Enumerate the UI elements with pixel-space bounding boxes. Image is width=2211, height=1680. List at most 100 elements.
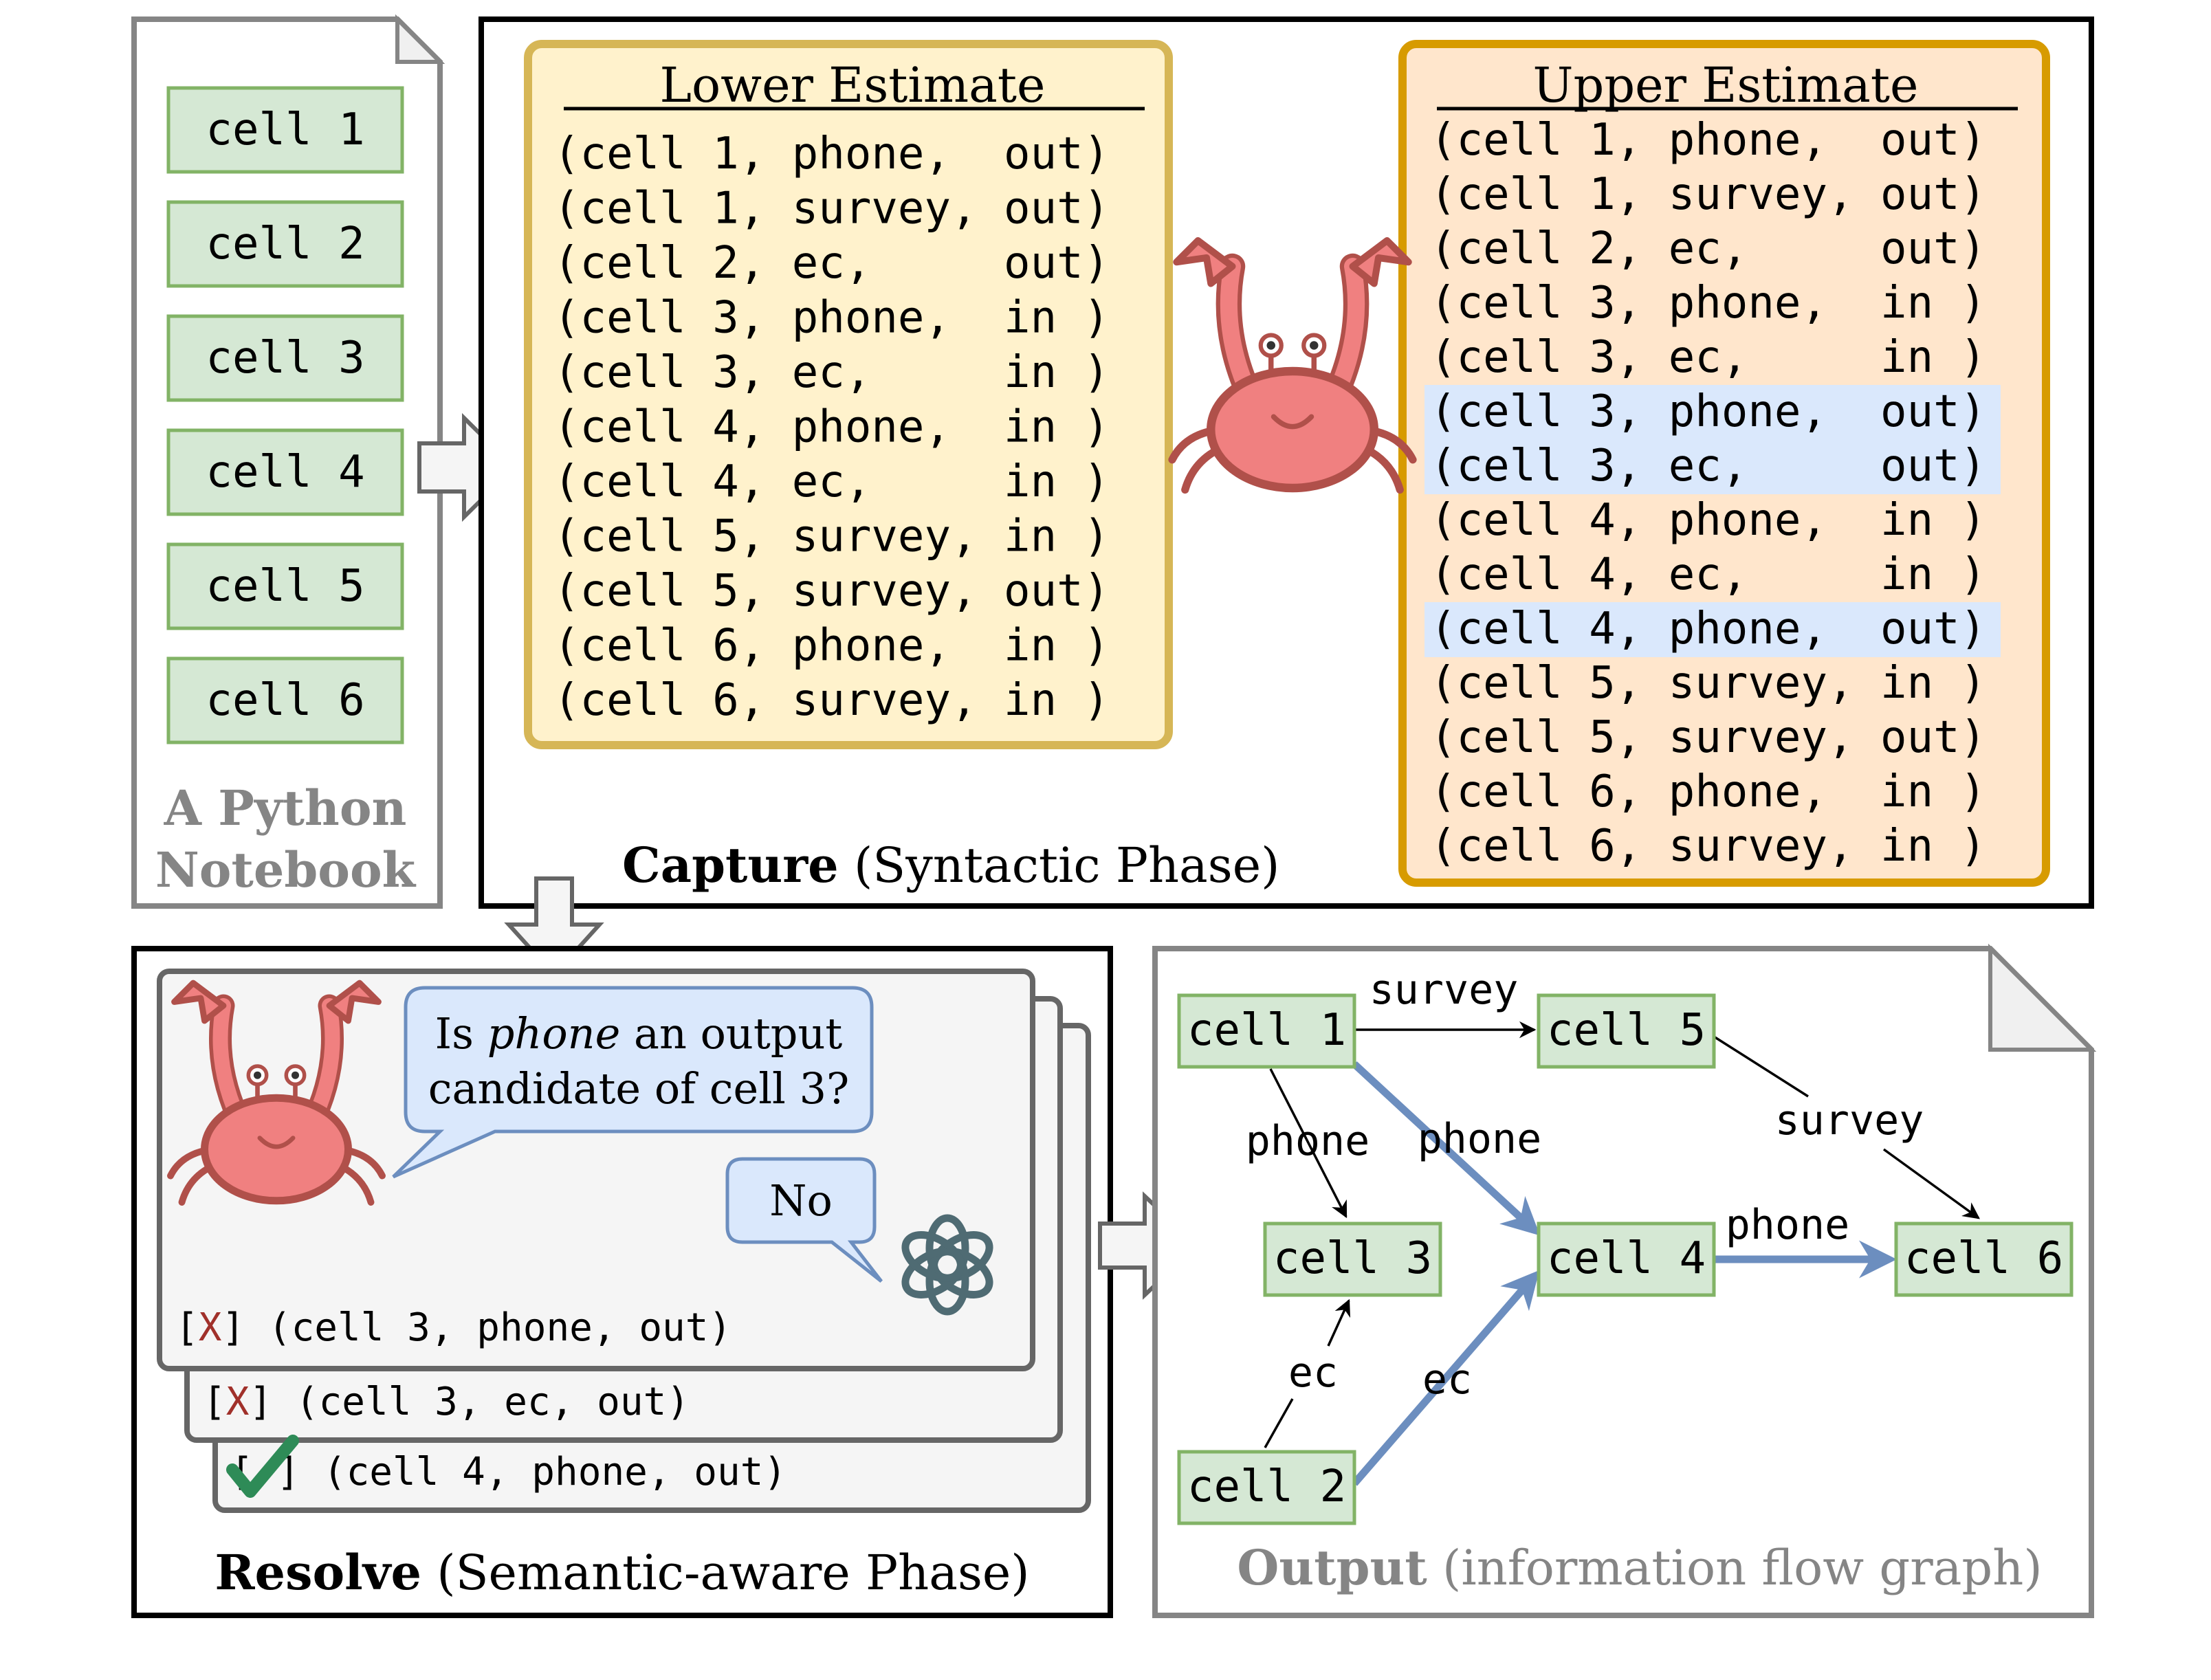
- upper-estimate-row: (cell 4, phone, in ): [1430, 495, 1986, 546]
- bracket-open: [: [175, 1305, 199, 1350]
- notebook-caption-line1: A Python: [164, 780, 407, 837]
- question-part-1: Is: [435, 1008, 487, 1059]
- answer-speech-bubble: [725, 1157, 883, 1283]
- notebook-cell-box: [166, 86, 404, 174]
- resolve-card-label: [X] (cell 3, ec, out): [203, 1380, 690, 1424]
- checkmark-icon: [226, 1435, 299, 1498]
- lower-estimate-rows: (cell 1, phone, out)(cell 1, survey, out…: [553, 129, 1110, 726]
- upper-estimate-row: (cell 1, phone, out): [1430, 115, 1986, 166]
- graph-node-label: cell 2: [1187, 1461, 1346, 1512]
- resolve-card-labels: [X] (cell 3, phone, out)[X] (cell 3, ec,…: [175, 1305, 786, 1494]
- upper-row-highlight: [1424, 385, 2001, 440]
- answer-text: No: [769, 1175, 833, 1226]
- upper-estimate-row: (cell 3, ec, in ): [1430, 332, 1986, 383]
- graph-node-box: [1537, 993, 1716, 1069]
- upper-estimate-row: (cell 2, ec, out): [1430, 223, 1986, 274]
- notebook-cell-box: [166, 656, 404, 744]
- resolve-card-tuple: (cell 3, phone, out): [268, 1305, 732, 1350]
- openai-logo-icon: [901, 1214, 993, 1316]
- output-caption-bold: Output: [1237, 1539, 1427, 1596]
- lower-estimate-row: (cell 3, phone, in ): [553, 293, 1110, 344]
- graph-edge-label: phone: [1246, 1117, 1370, 1165]
- upper-estimate-row: (cell 5, survey, in ): [1430, 658, 1986, 709]
- graph-node-label: cell 1: [1187, 1005, 1346, 1056]
- graph-node-box: [1894, 1222, 2074, 1297]
- resolve-card-label: [X] (cell 3, phone, out): [175, 1305, 732, 1350]
- graph-edge-label: phone: [1418, 1115, 1542, 1163]
- graph-edge-label: ec: [1422, 1356, 1472, 1404]
- question-part-2: phone: [487, 1008, 621, 1059]
- upper-estimate-title: Upper Estimate: [1533, 57, 1919, 113]
- notebook-cell-label: cell 6: [206, 675, 364, 726]
- notebook-cell-box: [166, 428, 404, 516]
- bracket-close: ]: [249, 1380, 295, 1424]
- notebook-cell-box: [166, 200, 404, 288]
- graph-edge-segment: [1264, 1398, 1294, 1448]
- graph-nodes: cell 1 cell 2 cell 3 cell 4 cell 5 cell 6: [1177, 993, 2074, 1525]
- graph-node-box: [1177, 1450, 1356, 1525]
- graph-edge: [1327, 1298, 1351, 1347]
- upper-estimate-row: (cell 3, phone, in ): [1430, 278, 1986, 329]
- notebook-cell-label: cell 4: [206, 447, 364, 498]
- graph-node-label: cell 5: [1547, 1005, 1706, 1056]
- notebook-cell-label: cell 5: [206, 561, 364, 612]
- upper-row-highlight: [1424, 439, 2001, 494]
- lower-estimate-row: (cell 4, ec, in ): [553, 456, 1110, 507]
- graph-edges: [1264, 1021, 1980, 1486]
- question-speech-bubble: [392, 986, 874, 1179]
- graph-node-box: [1263, 1222, 1442, 1297]
- question-line2: candidate of cell 3?: [428, 1063, 850, 1114]
- lower-estimate-row: (cell 3, ec, in ): [553, 347, 1110, 398]
- resolve-panel: Is phone an output candidate of cell 3? …: [131, 946, 1113, 1618]
- bracket-open: [: [203, 1380, 226, 1424]
- upper-estimate-rows: (cell 1, phone, out)(cell 1, survey, out…: [1430, 115, 1986, 872]
- notebook-cell-label: cell 3: [206, 333, 364, 384]
- lower-estimate-row: (cell 6, phone, in ): [553, 621, 1110, 672]
- upper-estimate-highlights: [1424, 385, 2001, 657]
- capture-panel: Lower Estimate (cell 1, phone, out)(cell…: [478, 16, 2094, 909]
- upper-estimate-row: (cell 4, ec, in ): [1430, 549, 1986, 600]
- upper-estimate-row: (cell 1, survey, out): [1430, 169, 1986, 220]
- lower-estimate-box: [524, 40, 1173, 749]
- graph-node-label: cell 3: [1273, 1233, 1432, 1284]
- graph-node-box: [1537, 1222, 1716, 1297]
- notebook-page-corner: [395, 14, 446, 64]
- graph-edge-label: survey: [1775, 1096, 1924, 1145]
- question-line1: Is phone an output: [435, 1008, 843, 1059]
- output-caption-rest: (information flow graph): [1442, 1540, 2043, 1596]
- resolve-card-tuple: (cell 4, phone, out): [323, 1450, 786, 1494]
- graph-node-label: cell 4: [1547, 1233, 1706, 1284]
- upper-estimate-row: (cell 3, phone, out): [1430, 386, 1986, 437]
- resolve-card-tuple: (cell 3, ec, out): [296, 1380, 690, 1424]
- capture-caption-bold: Capture: [622, 837, 839, 894]
- lower-estimate-row: (cell 2, ec, out): [553, 238, 1110, 289]
- capture-caption: Capture (Syntactic Phase): [622, 837, 1279, 894]
- resolve-caption: Resolve (Semantic-aware Phase): [214, 1544, 1029, 1601]
- graph-edge-label: phone: [1726, 1201, 1850, 1249]
- upper-estimate-row: (cell 3, ec, out): [1430, 441, 1986, 491]
- notebook-cell-box: [166, 314, 404, 402]
- graph-edge: [1882, 1148, 1980, 1219]
- notebook-caption-line2: Notebook: [155, 841, 417, 898]
- output-panel: cell 1 cell 2 cell 3 cell 4 cell 5 cell 6 sur…: [1152, 943, 2097, 1618]
- capture-caption-rest: (Syntactic Phase): [854, 837, 1280, 894]
- lower-estimate-row: (cell 5, survey, out): [553, 566, 1110, 617]
- lower-estimate-row: (cell 5, survey, in ): [553, 511, 1110, 562]
- upper-estimate-row: (cell 6, phone, in ): [1430, 766, 1986, 817]
- resolve-card-label: [ ] (cell 4, phone, out): [230, 1450, 786, 1494]
- graph-edge-label: ec: [1288, 1349, 1338, 1397]
- upper-estimate-row: (cell 6, survey, in ): [1430, 821, 1986, 872]
- upper-estimate-row: (cell 5, survey, out): [1430, 712, 1986, 763]
- notebook-cell-box: [166, 542, 404, 630]
- graph-edge-segment: [1713, 1035, 1809, 1098]
- resolve-caption-bold: Resolve: [214, 1544, 421, 1601]
- reject-mark: X: [226, 1380, 250, 1424]
- graph-node-label: cell 6: [1904, 1233, 2063, 1284]
- notebook-cell-label: cell 2: [206, 219, 364, 269]
- lower-estimate-row: (cell 1, phone, out): [553, 129, 1110, 179]
